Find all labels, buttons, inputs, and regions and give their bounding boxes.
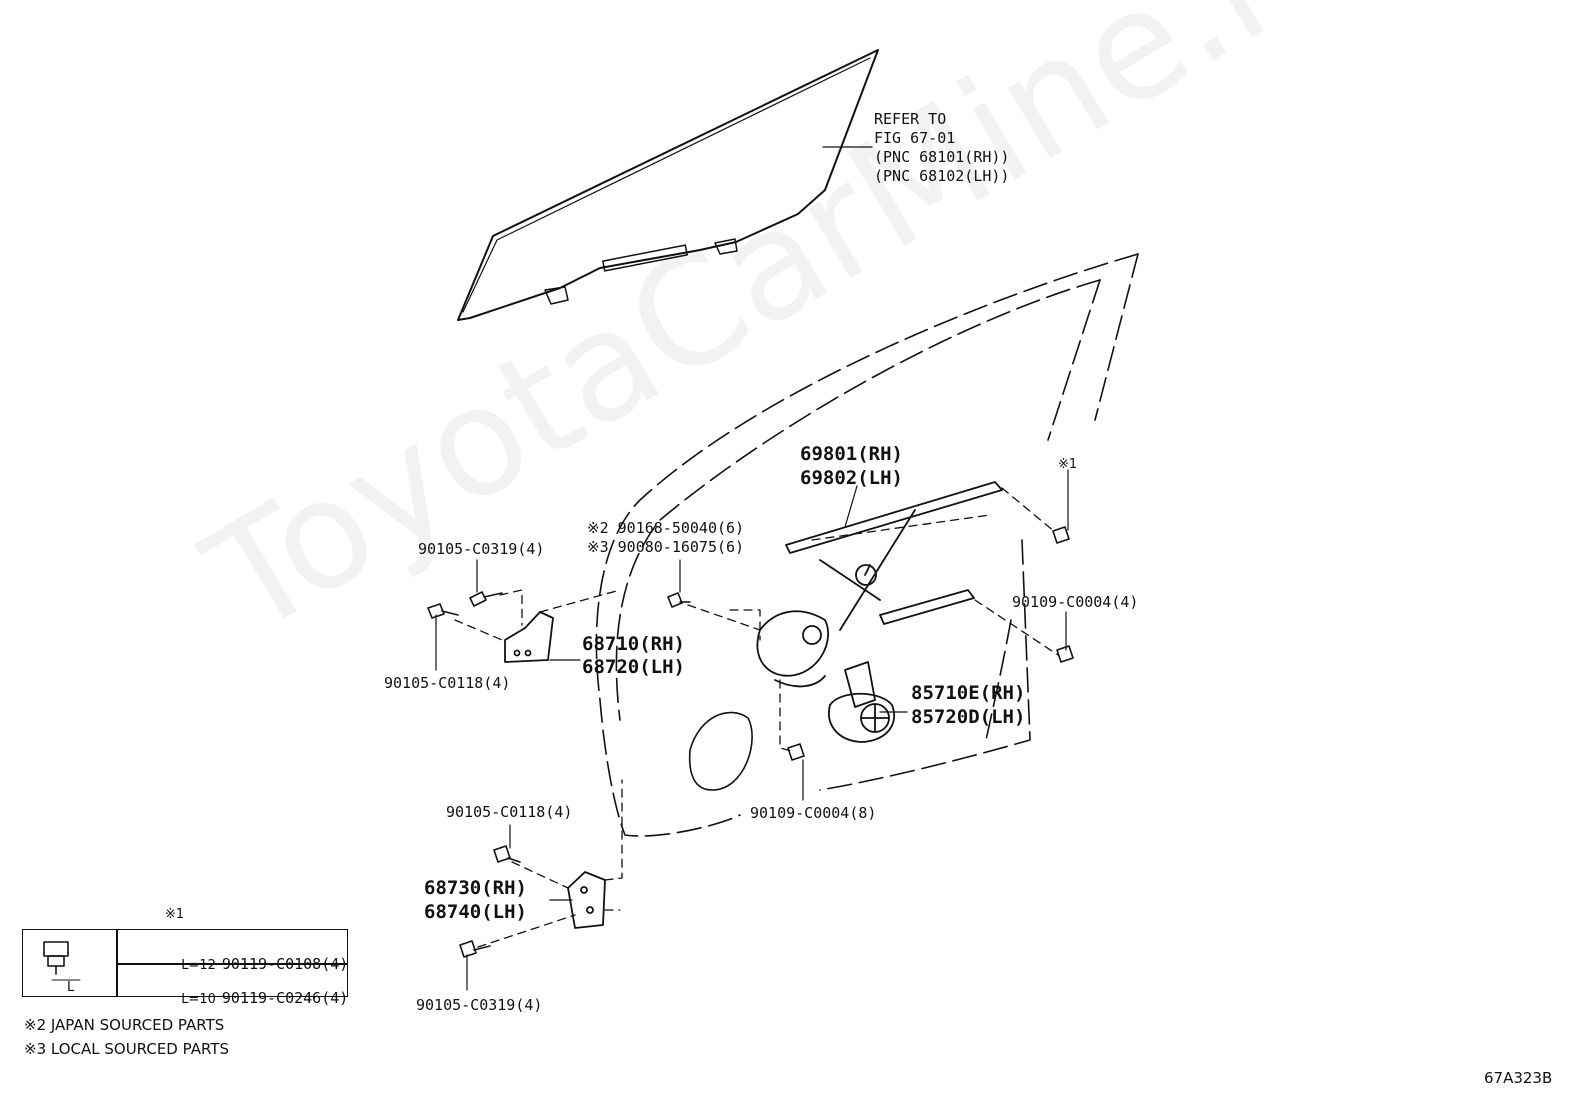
upper-hinge-lh-label: 68720(LH) <box>582 656 685 678</box>
note-japan: ※2 JAPAN SOURCED PARTS <box>24 1016 225 1034</box>
bolts <box>427 526 1074 958</box>
legend-dimension-label: L <box>67 980 75 995</box>
assembly-lines <box>454 487 1059 948</box>
bolt-local-label: ※3 90080-16075(6) <box>587 538 745 556</box>
motor-lh-label: 85720D(LH) <box>911 706 1026 728</box>
lower-hinge-bolt-bottom-label: 90105-C0319(4) <box>416 996 543 1014</box>
legend-row: L=12 90119-C0108(4) <box>127 937 348 991</box>
legend-length: L=10 <box>181 992 216 1007</box>
legend-part-number: 90119-C0108(4) <box>221 955 349 973</box>
lower-hinge <box>567 871 606 929</box>
refer-line-2: FIG 67-01 <box>874 129 956 147</box>
legend-divider-horizontal <box>116 963 347 965</box>
regulator-rh-label: 69801(RH) <box>800 443 903 465</box>
regulator-motor <box>828 661 895 743</box>
regulator-lh-label: 69802(LH) <box>800 467 903 489</box>
window-regulator <box>756 481 1003 688</box>
legend-marker: ※1 <box>165 907 185 922</box>
legend-bolt-icon <box>43 941 81 981</box>
legend-table: L=12 90119-C0108(4) L=10 90119-C0246(4) L <box>22 929 348 1007</box>
motor-bolt-label: 90109-C0004(8) <box>750 804 877 822</box>
upper-hinge <box>504 611 554 663</box>
legend-row: L=10 90119-C0246(4) <box>127 971 348 1025</box>
diagram-code: 67A323B <box>1484 1069 1553 1087</box>
refer-line-1: REFER TO <box>874 110 947 128</box>
legend-length: L=12 <box>181 958 216 973</box>
legend-part-number: 90119-C0246(4) <box>221 989 349 1007</box>
motor-rh-label: 85710E(RH) <box>911 682 1026 704</box>
door-frame-outline <box>595 253 1139 837</box>
lower-hinge-rh-label: 68730(RH) <box>424 877 527 899</box>
door-glass <box>457 49 879 321</box>
bolt-japan-label: ※2 90168-50040(6) <box>587 519 745 537</box>
leader-lines <box>435 469 1069 991</box>
upper-hinge-rh-label: 68710(RH) <box>582 633 685 655</box>
note-local: ※3 LOCAL SOURCED PARTS <box>24 1040 229 1058</box>
regulator-bolt-label: 90109-C0004(4) <box>1012 593 1139 611</box>
upper-hinge-bolt-bottom-label: 90105-C0118(4) <box>384 674 511 692</box>
lower-hinge-bolt-top-label: 90105-C0118(4) <box>446 803 573 821</box>
note1-marker: ※1 <box>1058 457 1078 472</box>
refer-line-3: (PNC 68101(RH)) <box>874 148 1010 166</box>
lower-hinge-lh-label: 68740(LH) <box>424 901 527 923</box>
refer-line-4: (PNC 68102(LH)) <box>874 167 1010 185</box>
upper-hinge-bolt-top-label: 90105-C0319(4) <box>418 540 545 558</box>
